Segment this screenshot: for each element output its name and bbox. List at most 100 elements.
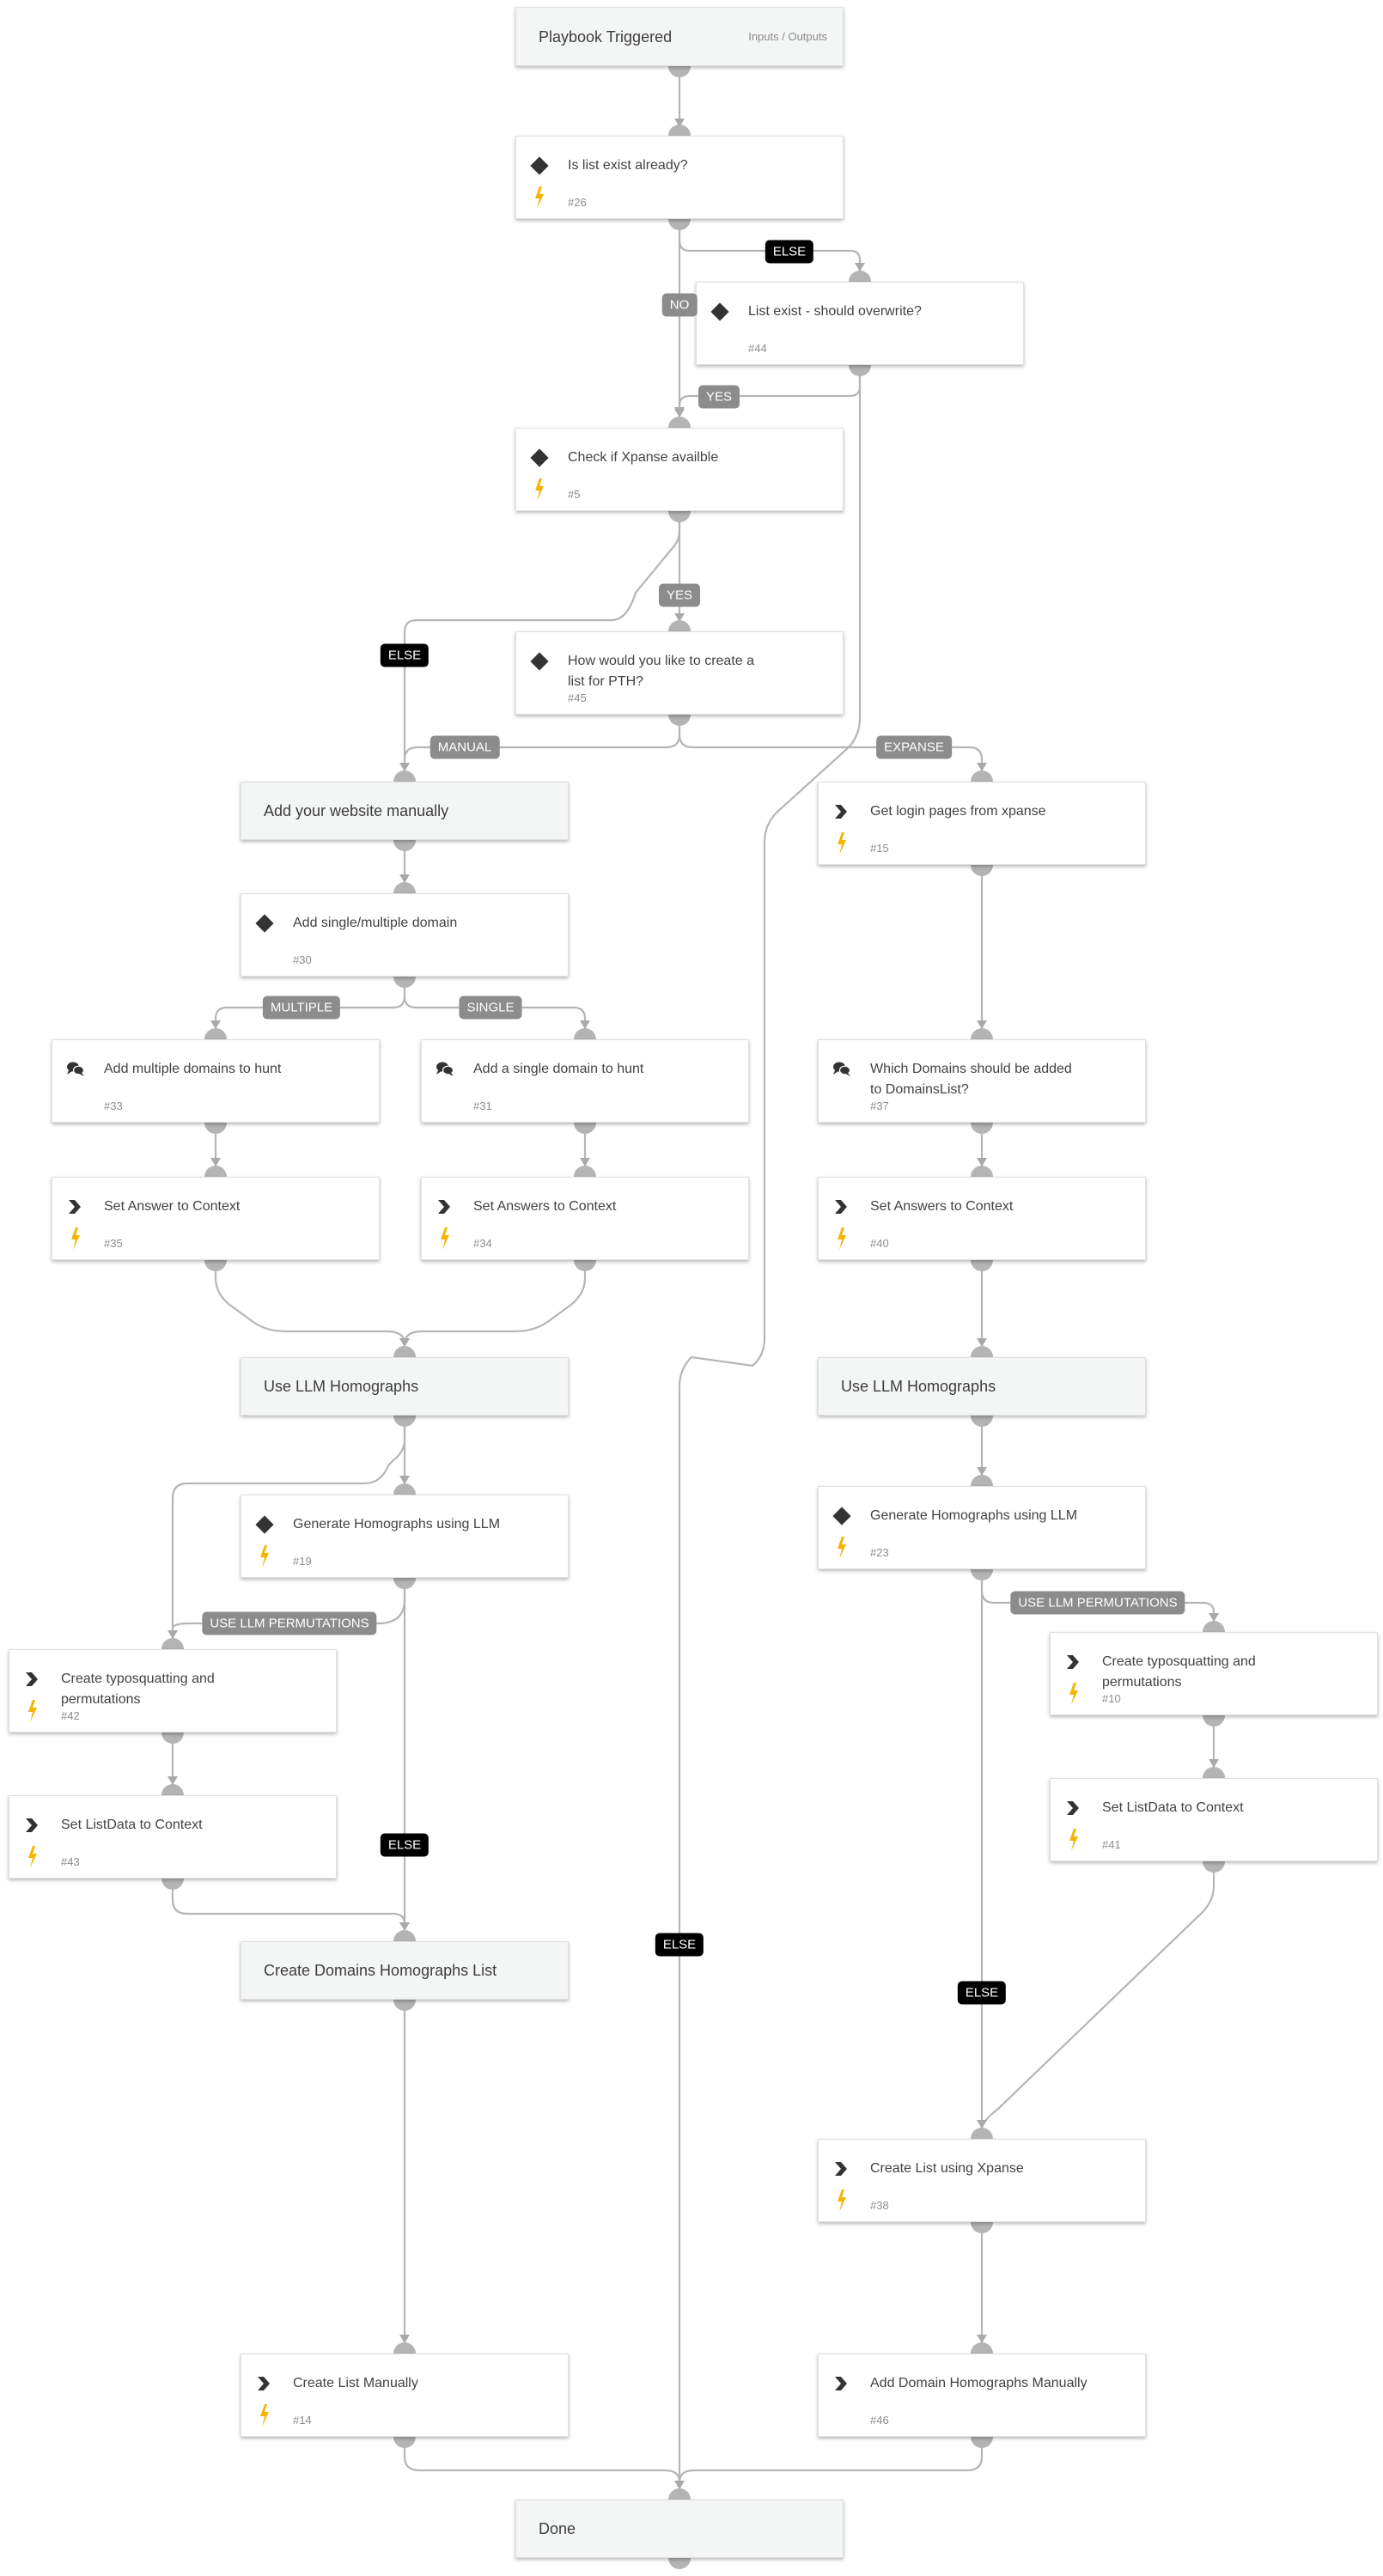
task-node-n19[interactable]: Generate Homographs using LLM#19 [241, 1495, 569, 1578]
lightning-bolt-icon [25, 1845, 40, 1869]
inputs-outputs-link[interactable]: Inputs / Outputs [748, 30, 827, 43]
input-port[interactable] [204, 1028, 227, 1039]
input-port[interactable] [668, 2488, 691, 2500]
output-port[interactable] [668, 715, 691, 726]
output-port[interactable] [668, 2558, 691, 2569]
task-title: Use LLM Homographs [264, 1378, 419, 1395]
output-port[interactable] [161, 1733, 184, 1744]
task-node-llm1[interactable]: Use LLM Homographs [241, 1357, 569, 1416]
input-port[interactable] [1203, 1621, 1225, 1632]
output-port[interactable] [971, 1123, 993, 1134]
task-node-n15[interactable]: Get login pages from xpanse#15 [818, 782, 1146, 865]
output-port[interactable] [393, 977, 416, 988]
input-port[interactable] [971, 1475, 993, 1486]
task-node-n43[interactable]: Set ListData to Context#43 [9, 1795, 337, 1879]
input-port[interactable] [971, 2342, 993, 2354]
output-port[interactable] [204, 1123, 227, 1134]
task-node-homolist[interactable]: Create Domains Homographs List [241, 1941, 569, 2000]
input-port[interactable] [668, 620, 691, 631]
input-port[interactable] [161, 1784, 184, 1795]
lightning-bolt-icon [25, 1699, 40, 1723]
output-port[interactable] [393, 840, 416, 851]
input-port[interactable] [971, 770, 993, 782]
task-title: Set Answer to Context [104, 1199, 241, 1214]
task-node-n5[interactable]: Check if Xpanse availble#5 [515, 428, 844, 511]
input-port[interactable] [204, 1166, 227, 1177]
output-port[interactable] [574, 1260, 596, 1271]
input-port[interactable] [971, 1166, 993, 1177]
input-port[interactable] [161, 1638, 184, 1649]
edge-label-no-26: NO [661, 293, 698, 317]
task-node-n31[interactable]: Add a single domain to hunt #31 [421, 1039, 749, 1123]
output-port[interactable] [1203, 1861, 1225, 1873]
output-port[interactable] [668, 219, 691, 230]
task-title: List exist - should overwrite? [748, 304, 922, 319]
output-port[interactable] [971, 2222, 993, 2233]
input-port[interactable] [668, 125, 691, 136]
task-node-done[interactable]: Done [515, 2500, 844, 2558]
task-node-n34[interactable]: Set Answers to Context#34 [421, 1177, 749, 1260]
task-number: #31 [473, 1099, 492, 1112]
output-port[interactable] [971, 1260, 993, 1271]
output-port[interactable] [971, 1569, 993, 1580]
edge-arrowhead [977, 1020, 987, 1029]
output-port[interactable] [849, 365, 871, 376]
input-port[interactable] [393, 1930, 416, 1941]
task-number: #44 [748, 342, 767, 355]
output-port[interactable] [668, 66, 691, 77]
task-node-n45[interactable]: How would you like to create a list for … [515, 631, 844, 715]
task-title: Add a single domain to hunt [473, 1062, 644, 1076]
edge-arrowhead [977, 763, 987, 771]
input-port[interactable] [668, 417, 691, 428]
input-port[interactable] [574, 1166, 596, 1177]
input-port[interactable] [971, 1028, 993, 1039]
task-node-n42[interactable]: Create typosquatting and permutations#42 [9, 1649, 337, 1733]
task-node-n30[interactable]: Add single/multiple domain#30 [241, 893, 569, 977]
output-port[interactable] [668, 511, 691, 522]
output-port[interactable] [971, 1416, 993, 1427]
task-node-n10[interactable]: Create typosquatting and permutations#10 [1050, 1632, 1378, 1715]
task-node-n44[interactable]: List exist - should overwrite? #44 [696, 282, 1024, 365]
output-port[interactable] [574, 1123, 596, 1134]
edge-arrowhead [977, 1467, 987, 1476]
task-title: Generate Homographs using LLM [870, 1508, 1078, 1523]
input-port[interactable] [393, 1483, 416, 1495]
output-port[interactable] [971, 865, 993, 876]
output-port[interactable] [393, 2000, 416, 2011]
task-node-n26[interactable]: Is list exist already?#26 [515, 136, 844, 219]
input-port[interactable] [971, 1346, 993, 1357]
output-port[interactable] [393, 1578, 416, 1589]
input-port[interactable] [849, 271, 871, 282]
edge-label-manual: MANUAL [430, 735, 500, 759]
output-port[interactable] [204, 1260, 227, 1271]
input-port[interactable] [393, 770, 416, 782]
input-port[interactable] [393, 1346, 416, 1357]
task-node-n46[interactable]: Add Domain Homographs Manually#46 [818, 2354, 1146, 2437]
input-port[interactable] [393, 882, 416, 893]
input-port[interactable] [574, 1028, 596, 1039]
task-node-n23[interactable]: Generate Homographs using LLM#23 [818, 1486, 1146, 1569]
output-port[interactable] [393, 2437, 416, 2448]
task-title: How would you like to create a list for … [568, 654, 754, 689]
output-port[interactable] [393, 1416, 416, 1427]
task-node-n38[interactable]: Create List using Xpanse#38 [818, 2139, 1146, 2222]
task-node-n35[interactable]: Set Answer to Context#35 [52, 1177, 380, 1260]
edge-arrowhead [168, 1630, 178, 1639]
input-port[interactable] [971, 2128, 993, 2139]
task-node-n14[interactable]: Create List Manually#14 [241, 2354, 569, 2437]
task-node-n37[interactable]: Which Domains should be added to Domains… [818, 1039, 1146, 1123]
input-port[interactable] [1203, 1767, 1225, 1778]
task-node-llm2[interactable]: Use LLM Homographs [818, 1357, 1146, 1416]
task-node-n33[interactable]: Add multiple domains to hunt#33 [52, 1039, 380, 1123]
task-node-manual[interactable]: Add your website manually [241, 782, 569, 840]
task-node-n41[interactable]: Set ListData to Context#41 [1050, 1778, 1378, 1861]
output-port[interactable] [1203, 1715, 1225, 1726]
task-node-n40[interactable]: Set Answers to Context#40 [818, 1177, 1146, 1260]
output-port[interactable] [161, 1879, 184, 1890]
input-port[interactable] [393, 2342, 416, 2354]
lightning-bolt-icon [834, 1536, 850, 1560]
edge-connector [403, 2443, 681, 2489]
task-title: Set ListData to Context [1102, 1800, 1244, 1815]
output-port[interactable] [971, 2437, 993, 2448]
